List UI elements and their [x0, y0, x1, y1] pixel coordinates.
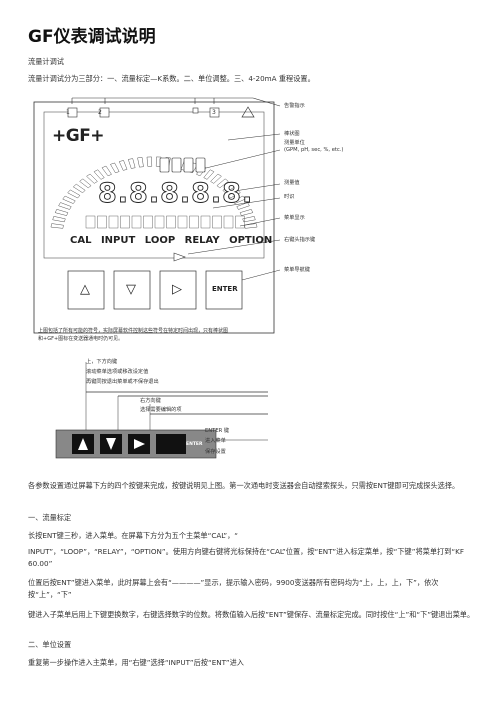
bar-segment — [118, 160, 128, 171]
bar-segment — [222, 183, 236, 194]
bar-segment — [203, 169, 215, 180]
bar-segment — [50, 223, 64, 229]
dot-matrix-cell — [97, 215, 107, 229]
bar-segment — [58, 202, 72, 210]
key-desc-enter-menu: 进入菜单 — [205, 438, 226, 444]
enter-key — [156, 434, 186, 454]
bar-segment — [67, 189, 81, 199]
menu-input: INPUT — [100, 235, 136, 246]
dot-matrix-cell — [166, 215, 176, 229]
figure-caption-1: 上图包括了所有可能的符号，实际屏幕软件控制这些符号在特定时间出现，只有棒状图 — [38, 328, 229, 334]
enter-key-text: ENTER — [186, 442, 203, 447]
ann-unit-examples: (GPM, pH, sec, %, etc.) — [284, 147, 344, 153]
dot-matrix-cell — [131, 215, 142, 229]
ann-unit: 测量单位 — [284, 140, 305, 146]
ann-warning: 告警指示 — [284, 103, 305, 109]
up-arrow-icon — [78, 438, 88, 450]
small-digit-cell — [195, 157, 206, 173]
dot-matrix-cell — [154, 215, 165, 229]
menu-loop: LOOP — [144, 235, 176, 246]
ann-bar-graph: 棒状图 — [284, 131, 300, 137]
small-digit-cell — [159, 157, 170, 173]
menu-relay: RELAY — [184, 235, 220, 246]
bar-segment — [227, 189, 241, 199]
bar-segment — [86, 173, 98, 184]
bar-segment — [72, 183, 86, 194]
key-desc-scroll: 滚动菜单选项或移改设定值 — [86, 369, 149, 375]
menu-cal: CAL — [70, 235, 92, 246]
bar-segment — [127, 158, 136, 169]
key-desc-enter: ENTER 键 — [205, 428, 230, 434]
bar-segment — [93, 169, 105, 180]
dot-matrix-cell — [143, 215, 153, 229]
bar-segment — [210, 173, 222, 184]
bar-segment — [242, 216, 256, 223]
key-desc-select: 选择需要编辑的项 — [140, 407, 182, 413]
key-desc-updown: 上，下方向键 — [86, 359, 118, 365]
channel-3-label: 3 — [212, 109, 216, 116]
small-digit-cell — [171, 157, 182, 173]
bar-segment — [146, 156, 153, 167]
small-digit-cell — [183, 157, 194, 173]
section1-line2: INPUT”，“LOOP”，“RELAY”，“OPTION”。使用方向键右键将光… — [28, 547, 464, 568]
down-key-icon[interactable]: ▽ — [126, 282, 136, 297]
section2-line1: 重复第一步操作进入主菜单，用“右键”选择“INPUT”后按“ENT”进入 — [28, 658, 244, 667]
dot-matrix-cell — [108, 215, 119, 229]
bar-segment — [137, 157, 144, 168]
channel-2-label: 2 — [98, 109, 102, 116]
right-arrow-indicator-icon — [173, 252, 186, 262]
section1-line3: 位置后按ENT”键进入菜单，此时屏幕上会有“————”显示，提示输入密码，990… — [28, 578, 439, 599]
bar-segment — [52, 216, 66, 223]
menu-row: CAL INPUT LOOP RELAY OPTION — [70, 235, 272, 246]
down-arrow-icon — [106, 438, 116, 450]
section2-heading: 二、单位设置 — [28, 640, 72, 649]
key-desc-exit: 再键同按退出菜单或不保存退出 — [86, 379, 159, 385]
enter-key-label[interactable]: ENTER — [212, 285, 238, 293]
warning-icon — [241, 106, 255, 118]
section1-heading: 一、流量标定 — [28, 513, 72, 522]
ann-measure: 测量值 — [284, 180, 300, 186]
key-desc-save: 保存设置 — [205, 449, 226, 455]
bar-segment — [216, 178, 229, 189]
dot-matrix-cell — [235, 215, 245, 229]
bar-segment — [54, 209, 69, 216]
main-digits: 8.8.8.8.8. — [98, 178, 254, 210]
intro-text: 流量计调试分为三部分：一、流量标定—K系数。二、单位调整。三、4-20mA 重程… — [28, 74, 315, 83]
dot-matrix-cell — [189, 215, 199, 229]
dot-matrix-cell — [120, 215, 130, 229]
dot-matrix-cell — [212, 215, 222, 229]
bar-segment — [236, 202, 250, 210]
bar-segment — [239, 209, 254, 216]
bar-segment — [62, 195, 76, 204]
dot-matrix-cell — [223, 215, 234, 229]
dot-matrix-cell — [85, 215, 96, 229]
ann-menu: 菜单显示 — [284, 215, 305, 221]
dot-matrix-cell — [177, 215, 188, 229]
key-desc-right: 右方向键 — [140, 398, 161, 404]
display-figure: 1 2 3 +GF+ 8.8.8.8.8. CAL INPUT LOOP REL… — [28, 96, 348, 354]
bar-segment — [244, 223, 258, 229]
dot-matrix-cell — [200, 215, 211, 229]
bar-segment — [101, 165, 112, 177]
menu-option: OPTION — [229, 235, 273, 246]
ann-time: 时识 — [284, 194, 295, 200]
channel-1-label: 1 — [66, 109, 70, 116]
section-heading: 流量计调试 — [28, 57, 64, 66]
section1-line4: 键进入子菜单后用上下键更换数字，右键选择数字的位数。将数值输入后按”ENT”键保… — [28, 610, 475, 619]
para-keys: 各参数设置通过屏幕下方的四个按键来完成，按键说明见上图。第一次通电时变送器会自动… — [28, 481, 460, 490]
figure-caption-2: 和+GF+图标在变送器通电时仍可见。 — [38, 336, 124, 342]
bar-segment — [79, 178, 92, 189]
keypad-figure: 上，下方向键 滚动菜单选项或移改设定值 再键同按退出菜单或不保存退出 右方向键 … — [28, 356, 308, 468]
ann-enter-key: 菜单导航键 — [284, 267, 310, 273]
right-key-icon[interactable]: ▷ — [172, 282, 182, 297]
bar-segment — [110, 162, 120, 174]
right-arrow-icon — [134, 439, 145, 449]
bar-segment — [232, 195, 246, 204]
section1-line1: 长按ENT键三秒，进入菜单。在屏幕下方分为五个主菜单“CAL”，“ — [28, 531, 239, 540]
up-key-icon[interactable]: △ — [80, 282, 90, 297]
ann-right-key: 右键头指示键 — [284, 237, 316, 243]
document-title: GF仪表调试说明 — [28, 27, 156, 47]
gf-logo: +GF+ — [52, 126, 105, 146]
